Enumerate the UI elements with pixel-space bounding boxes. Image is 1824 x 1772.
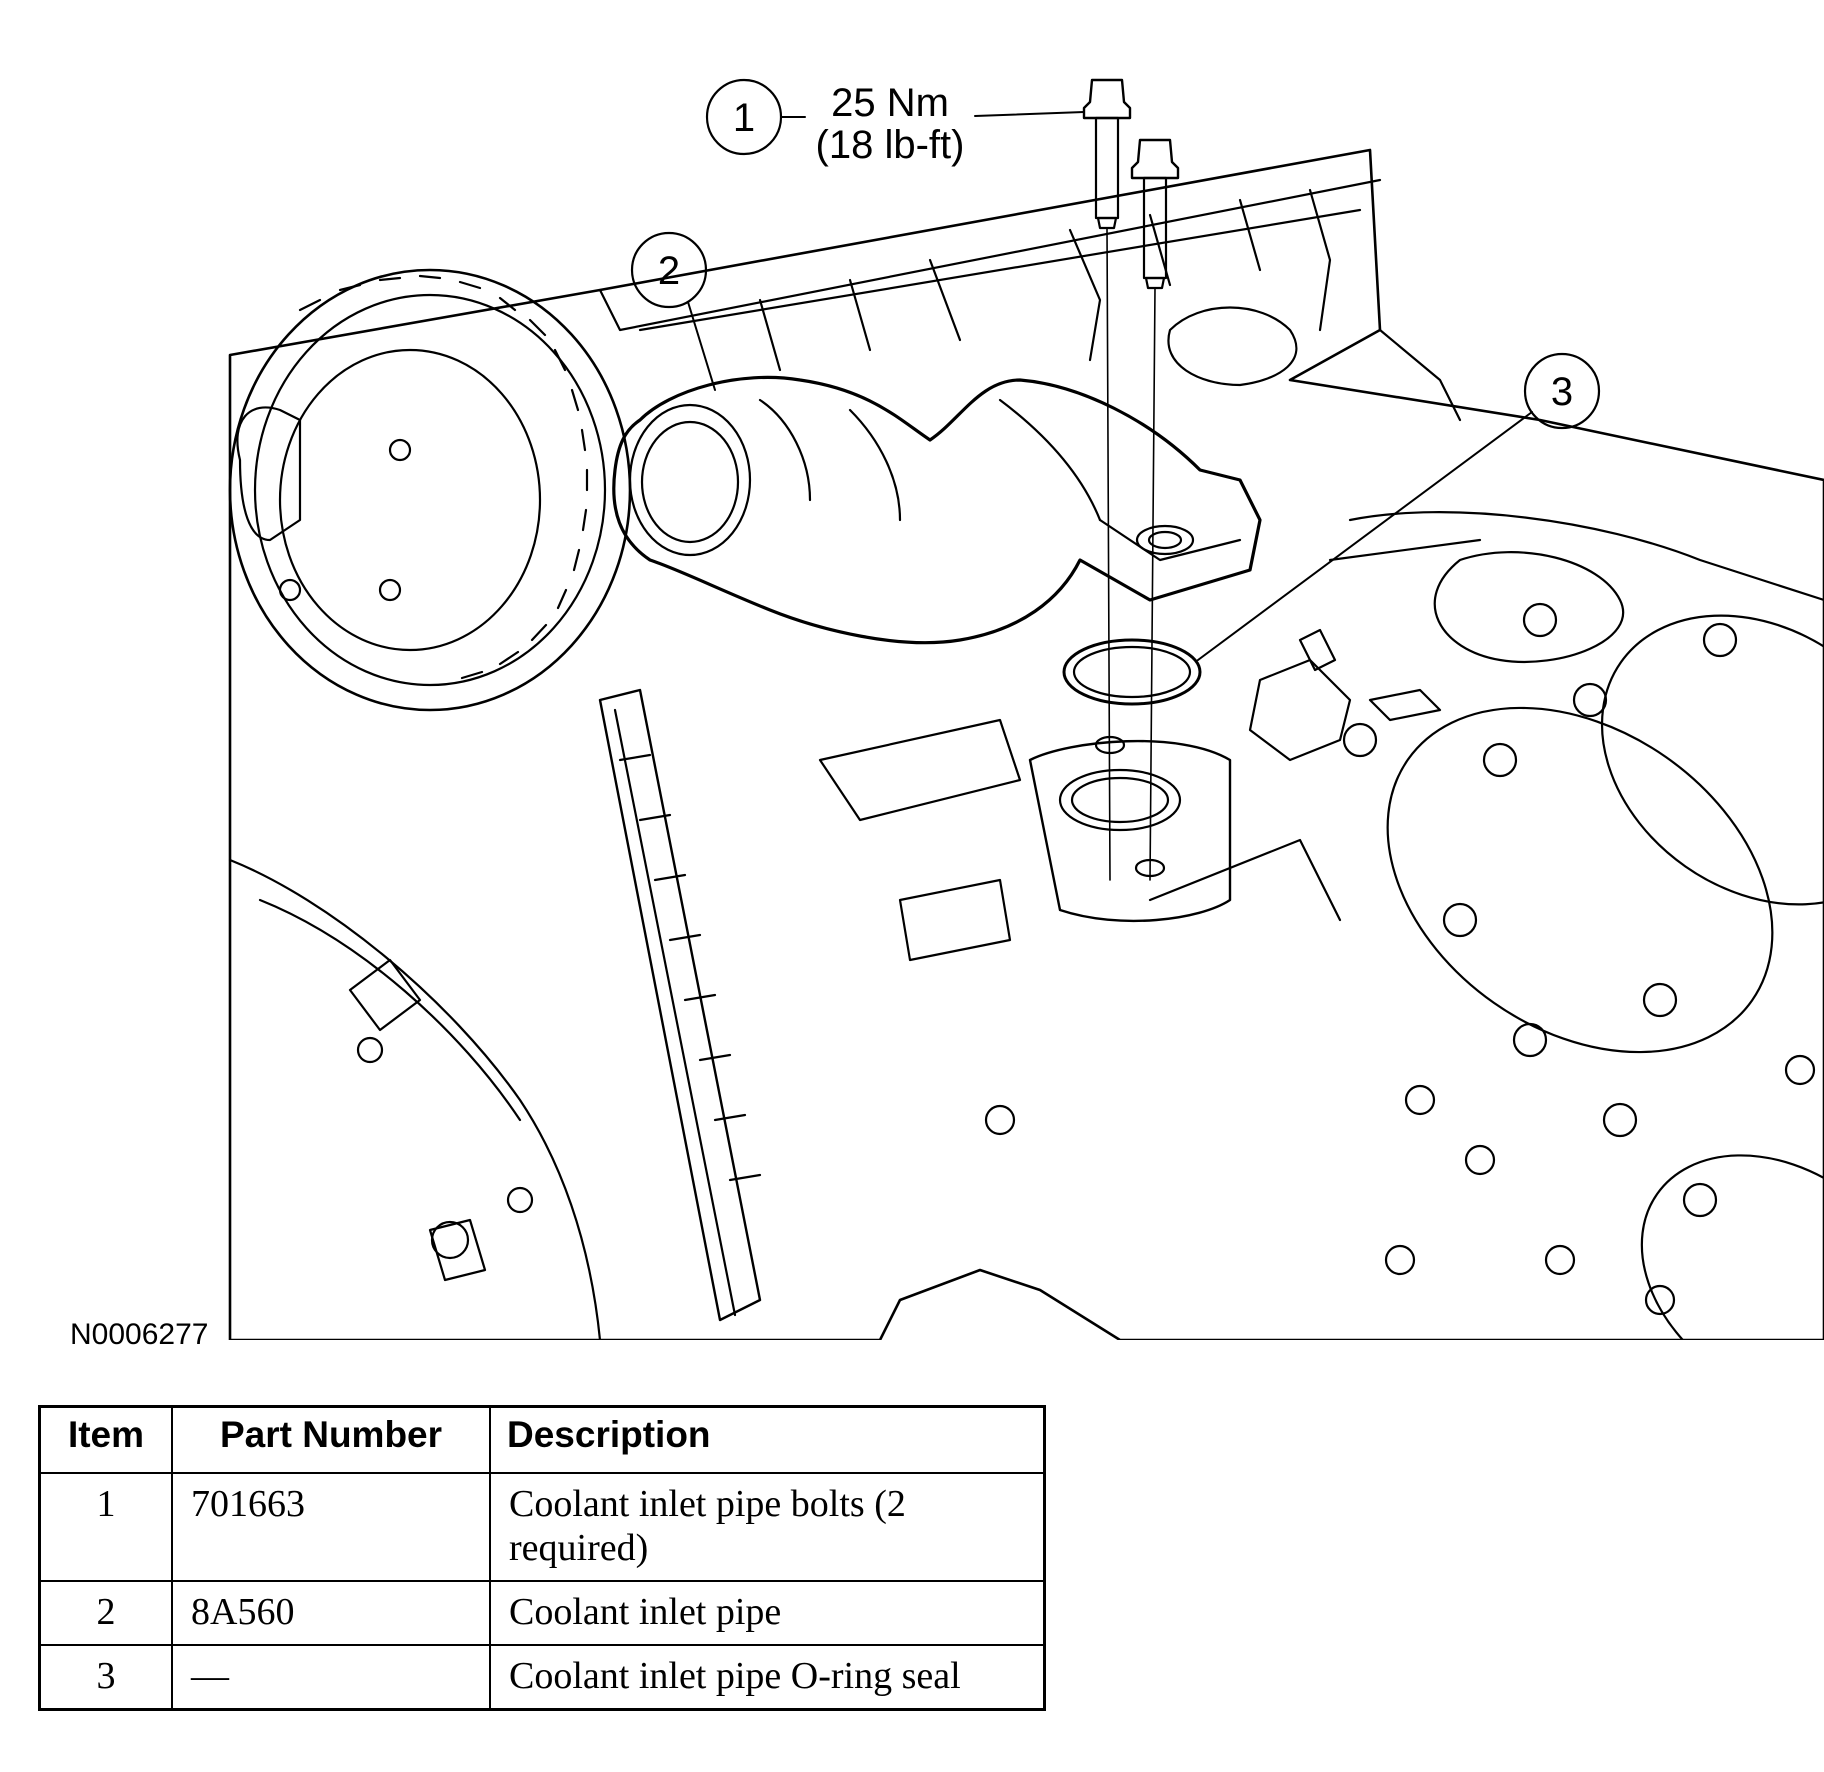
bolts <box>1082 78 1180 881</box>
row-part-number: 701663 <box>171 1472 491 1582</box>
callout-1-torque-nm: 25 Nm <box>831 81 949 125</box>
table-row: 3 — Coolant inlet pipe O-ring seal <box>38 1644 1046 1711</box>
row-description: Coolant inlet pipe O-ring seal <box>489 1644 1046 1711</box>
row-item: 2 <box>38 1580 173 1646</box>
table-header-row: Item Part Number Description <box>38 1405 1046 1474</box>
row-description: Coolant inlet pipe <box>489 1580 1046 1646</box>
table-row: 1 701663 Coolant inlet pipe bolts (2 req… <box>38 1472 1046 1582</box>
callout-3-number: 3 <box>1551 370 1573 414</box>
engine-illustration: 1 25 Nm (18 lb-ft) 2 3 <box>228 78 1824 1340</box>
callout-2: 2 <box>630 231 716 391</box>
figure-id: N0006277 <box>70 1318 209 1351</box>
callout-1-torque-lbft: (18 lb-ft) <box>816 123 965 167</box>
row-part-number: — <box>171 1644 491 1711</box>
callout-1: 1 25 Nm (18 lb-ft) <box>705 78 1085 167</box>
engine-block <box>228 148 1824 1340</box>
row-item: 1 <box>38 1472 173 1582</box>
callout-2-number: 2 <box>658 249 680 293</box>
header-part-number: Part Number <box>171 1405 491 1474</box>
timing-chain-guide <box>598 688 762 1322</box>
row-item: 3 <box>38 1644 173 1711</box>
coolant-inlet-pipe <box>612 375 1262 645</box>
parts-table: Item Part Number Description 1 701663 Co… <box>38 1405 1046 1711</box>
pipe-mount-pad <box>1028 628 1442 923</box>
header-description: Description <box>489 1405 1046 1474</box>
callout-1-number: 1 <box>733 96 755 140</box>
row-description: Coolant inlet pipe bolts (2 required) <box>489 1472 1046 1582</box>
row-part-number: 8A560 <box>171 1580 491 1646</box>
o-ring-seal <box>1062 638 1202 706</box>
header-item: Item <box>38 1405 173 1474</box>
cam-sprocket <box>228 268 632 712</box>
timing-cover-area <box>228 718 1342 1340</box>
table-row: 2 8A560 Coolant inlet pipe <box>38 1580 1046 1646</box>
callout-3: 3 <box>1197 352 1601 661</box>
